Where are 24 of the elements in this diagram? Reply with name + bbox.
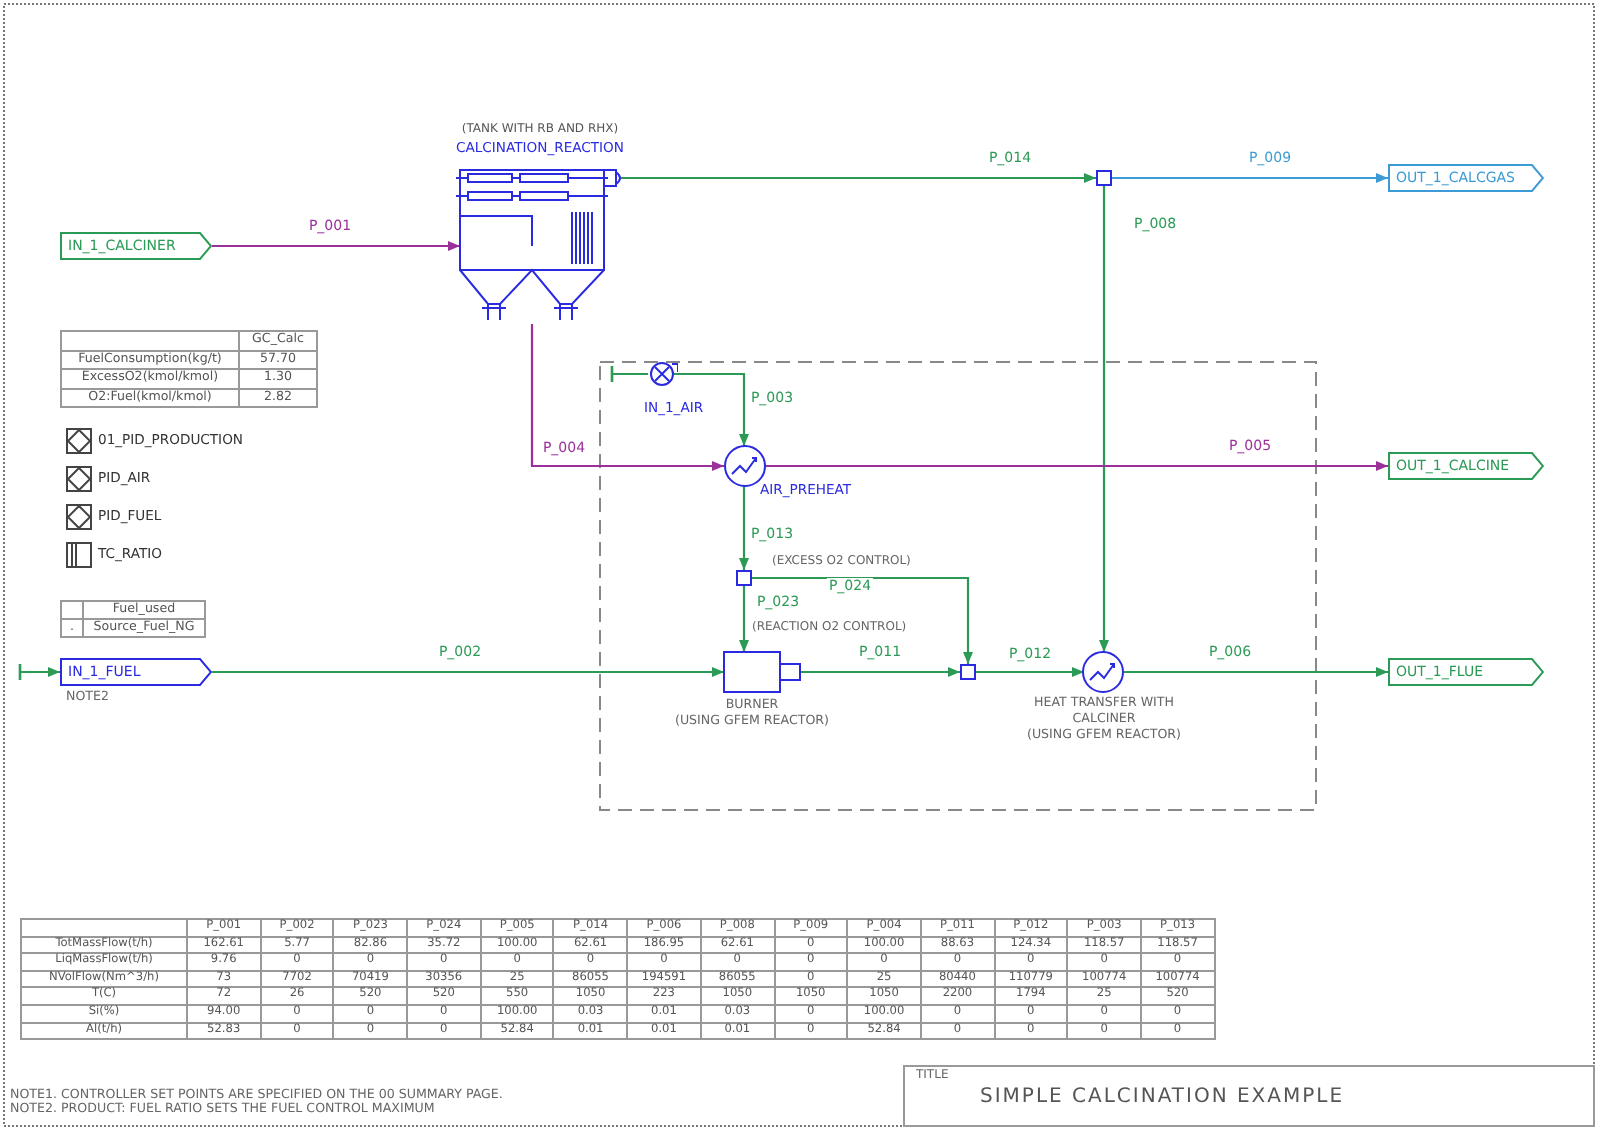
flow-arrow — [212, 241, 460, 251]
flow-arrow — [1099, 186, 1109, 652]
product-tag — [1388, 658, 1544, 686]
flow-arrow — [212, 667, 724, 677]
feed-tag — [60, 232, 212, 260]
flow-arrow — [1112, 173, 1388, 183]
flow-arrow — [18, 662, 60, 682]
flow-arrow — [739, 586, 749, 652]
product-tag — [1388, 452, 1544, 480]
flow-arrow — [739, 486, 749, 570]
drawing-title: SIMPLE CALCINATION EXAMPLE — [980, 1086, 1345, 1110]
flow-arrow — [800, 667, 960, 677]
flow-arrow — [752, 576, 973, 664]
flow-arrow — [620, 173, 1096, 183]
junction-symbol — [960, 664, 976, 680]
product-tag — [1388, 164, 1544, 192]
flow-arrow — [1124, 667, 1388, 677]
flow-arrow — [672, 372, 749, 446]
junction-symbol — [1096, 170, 1112, 186]
flow-arrow — [764, 461, 1388, 471]
flow-arrow — [976, 667, 1084, 677]
feed-tag — [60, 658, 212, 686]
flow-arrow — [530, 324, 724, 471]
junction-symbol — [736, 570, 752, 586]
